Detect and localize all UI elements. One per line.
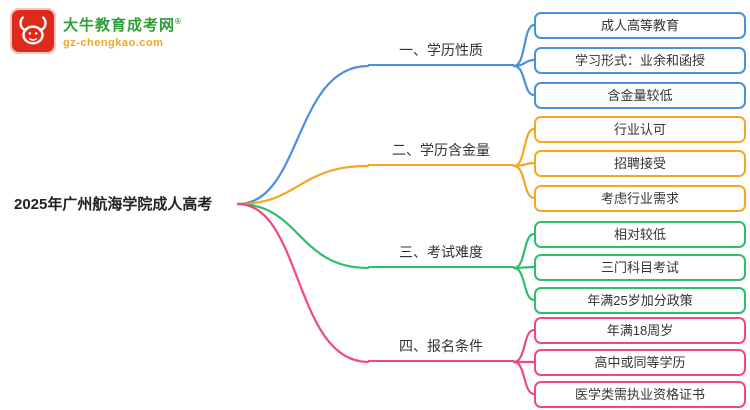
bull-icon bbox=[19, 16, 47, 45]
bull-logo-icon bbox=[10, 8, 56, 54]
site-name: 大牛教育成考网® bbox=[63, 16, 182, 34]
leaf-node: 考虑行业需求 bbox=[534, 185, 746, 212]
registered-mark: ® bbox=[175, 16, 182, 26]
leaf-node: 相对较低 bbox=[534, 221, 746, 248]
branch-node-4: 四、报名条件 bbox=[368, 334, 514, 362]
leaf-node: 行业认可 bbox=[534, 116, 746, 143]
branch-node-2: 二、学历含金量 bbox=[368, 138, 514, 166]
leaf-node: 含金量较低 bbox=[534, 82, 746, 109]
leaf-node: 招聘接受 bbox=[534, 150, 746, 177]
leaf-node: 年满25岁加分政策 bbox=[534, 287, 746, 314]
branch-node-3: 三、考试难度 bbox=[368, 240, 514, 268]
leaf-node: 学习形式：业余和函授 bbox=[534, 47, 746, 74]
leaf-node: 三门科目考试 bbox=[534, 254, 746, 281]
leaf-node: 医学类需执业资格证书 bbox=[534, 381, 746, 408]
leaf-node: 年满18周岁 bbox=[534, 317, 746, 344]
leaf-node: 高中或同等学历 bbox=[534, 349, 746, 376]
site-logo[interactable]: 大牛教育成考网® gz-chengkao.com bbox=[10, 8, 182, 54]
central-topic: 2025年广州航海学院成人高考 bbox=[14, 196, 213, 213]
logo-text-block: 大牛教育成考网® gz-chengkao.com bbox=[63, 14, 182, 49]
site-url: gz-chengkao.com bbox=[63, 36, 164, 49]
branch-node-1: 一、学历性质 bbox=[368, 38, 514, 66]
leaf-node: 成人高等教育 bbox=[534, 12, 746, 39]
